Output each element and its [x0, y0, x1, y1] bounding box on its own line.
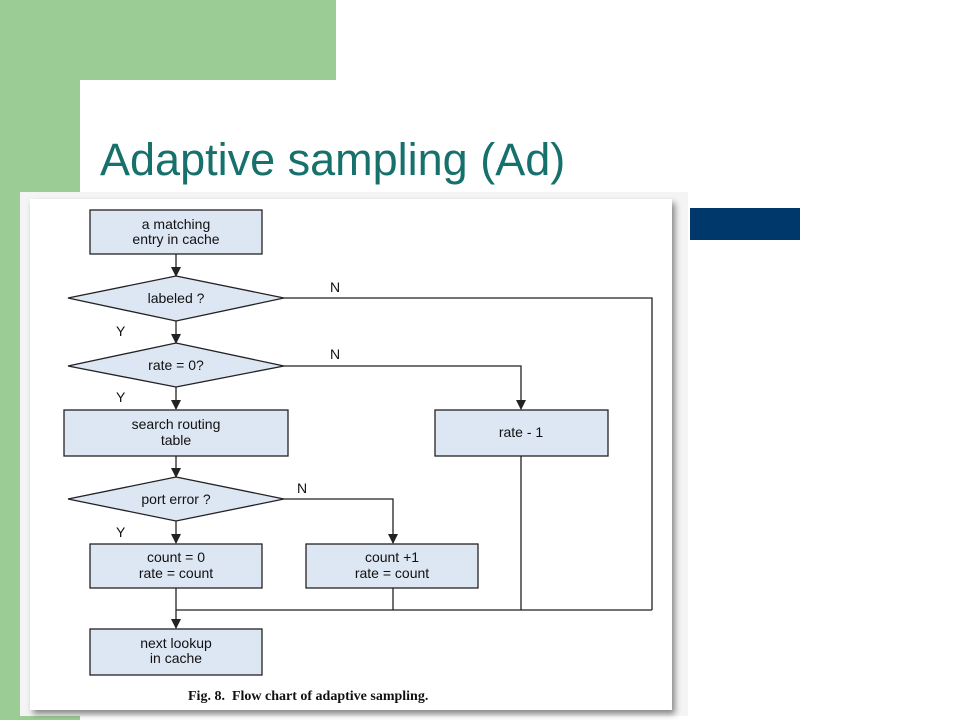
node-start: a matching entry in cache — [89, 209, 263, 255]
svg-text:search routing: search routing — [132, 416, 221, 432]
edge-labeled-no — [284, 297, 653, 610]
node-count-plus: count +1 rate = count — [305, 543, 479, 589]
edge-label-rate-n: N — [330, 346, 340, 362]
svg-text:in cache: in cache — [150, 650, 202, 666]
node-next-lookup: next lookup in cache — [89, 628, 263, 676]
svg-text:a matching: a matching — [142, 216, 210, 232]
node-search: search routing table — [63, 409, 289, 457]
edge-label-rate-y: Y — [116, 389, 126, 405]
node-rate-minus: rate - 1 — [434, 409, 609, 457]
edge-label-port-y: Y — [116, 524, 126, 540]
edge-label-port-n: N — [297, 480, 307, 496]
svg-text:count +1: count +1 — [365, 549, 419, 565]
svg-text:rate = 0?: rate = 0? — [148, 357, 204, 373]
node-count-zero: count = 0 rate = count — [89, 543, 263, 589]
svg-text:labeled ?: labeled ? — [148, 290, 205, 306]
svg-text:next lookup: next lookup — [140, 635, 212, 651]
accent-bar — [690, 208, 800, 240]
node-port-error: port error ? — [67, 476, 285, 522]
edge-rate-no — [284, 365, 526, 410]
edge-label-labeled-y: Y — [116, 323, 126, 339]
svg-text:rate = count: rate = count — [139, 565, 213, 581]
svg-text:count = 0: count = 0 — [147, 549, 205, 565]
svg-text:rate - 1: rate - 1 — [499, 424, 544, 440]
svg-text:rate = count: rate = count — [355, 565, 429, 581]
flow-edges — [171, 254, 653, 629]
svg-text:port error ?: port error ? — [141, 491, 210, 507]
svg-text:table: table — [161, 432, 192, 448]
node-labeled: labeled ? — [67, 275, 285, 322]
figure-caption: Fig. 8. Flow chart of adaptive sampling. — [188, 689, 428, 704]
edge-label-labeled-n: N — [330, 279, 340, 295]
slide-title: Adaptive sampling (Ad) — [100, 134, 566, 185]
svg-text:entry in cache: entry in cache — [132, 231, 219, 247]
edge-port-no — [284, 498, 398, 544]
node-rate-zero: rate = 0? — [67, 342, 285, 388]
